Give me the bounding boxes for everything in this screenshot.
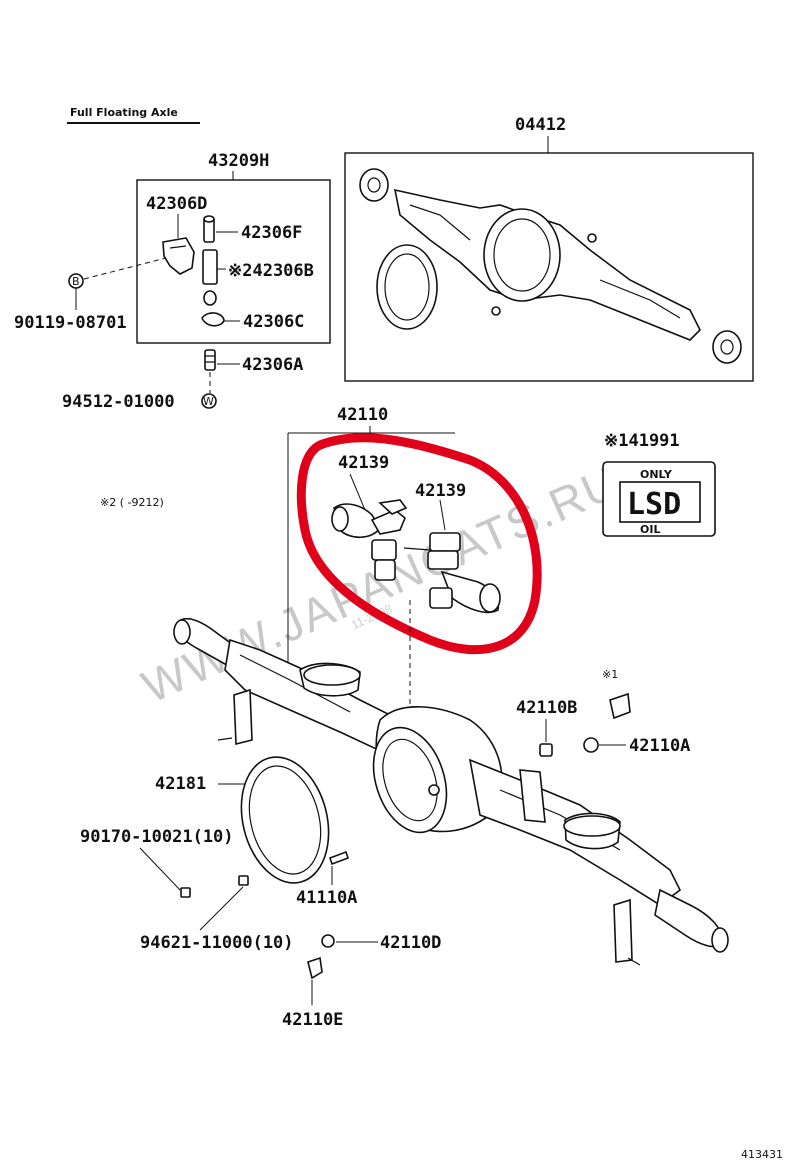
svg-text:W: W (203, 395, 214, 408)
washer-94512-icon: W (201, 393, 217, 409)
label-42110e[interactable]: 42110E (282, 1010, 343, 1030)
union-42306a-drawing (204, 349, 216, 371)
bracket-42306d-drawing (162, 237, 195, 275)
leader-42139-left (349, 473, 366, 511)
dashed-line-90119 (83, 257, 167, 280)
label-42110d[interactable]: 42110D (380, 933, 441, 953)
plug-41991-drawing (609, 692, 631, 720)
nut-90170-drawing (180, 887, 191, 898)
plug-42110b-drawing (539, 743, 553, 757)
lsd-label-plate: ONLY LSD OIL (602, 461, 716, 537)
label-42139-right[interactable]: 42139 (415, 481, 466, 501)
differential-lsd-drawing (331, 499, 501, 614)
plug-42110e-drawing (307, 956, 323, 980)
axle-housing-kit-drawing (359, 168, 742, 364)
lsd-plate-bottom: OIL (640, 523, 660, 536)
label-42306b[interactable]: ※242306B (228, 261, 314, 281)
leader-94621 (199, 886, 244, 931)
label-90170-10021[interactable]: 90170-10021(10) (80, 827, 234, 847)
label-42306f[interactable]: 42306F (241, 223, 302, 243)
label-94512-01000[interactable]: 94512-01000 (62, 392, 175, 412)
gasket-42181-drawing (240, 756, 330, 884)
label-41110a[interactable]: 41110A (296, 888, 357, 908)
leader-42139-right (439, 499, 446, 531)
lsd-plate-top: ONLY (640, 468, 673, 481)
kit-box-43209h (136, 179, 331, 344)
label-42139-left[interactable]: 42139 (338, 453, 389, 473)
plug-42110d-drawing (321, 934, 335, 948)
label-42181[interactable]: 42181 (155, 774, 206, 794)
hose-42306b-drawing (202, 249, 218, 306)
note-2: ※2 ( -9212) (100, 496, 164, 509)
label-42110b[interactable]: 42110B (516, 698, 577, 718)
label-04412[interactable]: 04412 (515, 115, 566, 135)
stud-41110a-drawing (328, 850, 350, 866)
washer-90119-icon: B (68, 273, 84, 289)
clip-42306c-drawing (201, 312, 225, 327)
label-90119-08701[interactable]: 90119-08701 (14, 313, 127, 333)
label-41991[interactable]: ※141991 (604, 431, 680, 451)
leader-90170 (139, 847, 181, 891)
plug-42110a-drawing (583, 737, 599, 753)
breather-plug-42306f-drawing (203, 215, 215, 243)
label-42110[interactable]: 42110 (337, 405, 388, 425)
label-43209h[interactable]: 43209H (208, 151, 269, 171)
highlight-circle (296, 433, 542, 655)
label-42306a[interactable]: 42306A (242, 355, 303, 375)
svg-text:WWW.JAPANCATS.RU: WWW.JAPANCATS.RU (134, 456, 626, 713)
label-94621-11000[interactable]: 94621-11000(10) (140, 933, 294, 953)
rear-axle-housing-drawing (173, 617, 729, 966)
label-42306c[interactable]: 42306C (243, 312, 304, 332)
kit-box-04412 (344, 152, 754, 382)
washer-94621-drawing (238, 875, 249, 886)
label-42306d[interactable]: 42306D (146, 194, 207, 214)
watermark: WWW.JAPANCATS.RU (134, 456, 626, 713)
note-1: ※1 (602, 668, 618, 681)
lsd-plate-main: LSD (627, 487, 681, 522)
figure-code: 413431 (741, 1148, 783, 1161)
svg-text:B: B (72, 275, 80, 288)
diagram-title: Full Floating Axle (70, 106, 178, 119)
label-42110a[interactable]: 42110A (629, 736, 690, 756)
